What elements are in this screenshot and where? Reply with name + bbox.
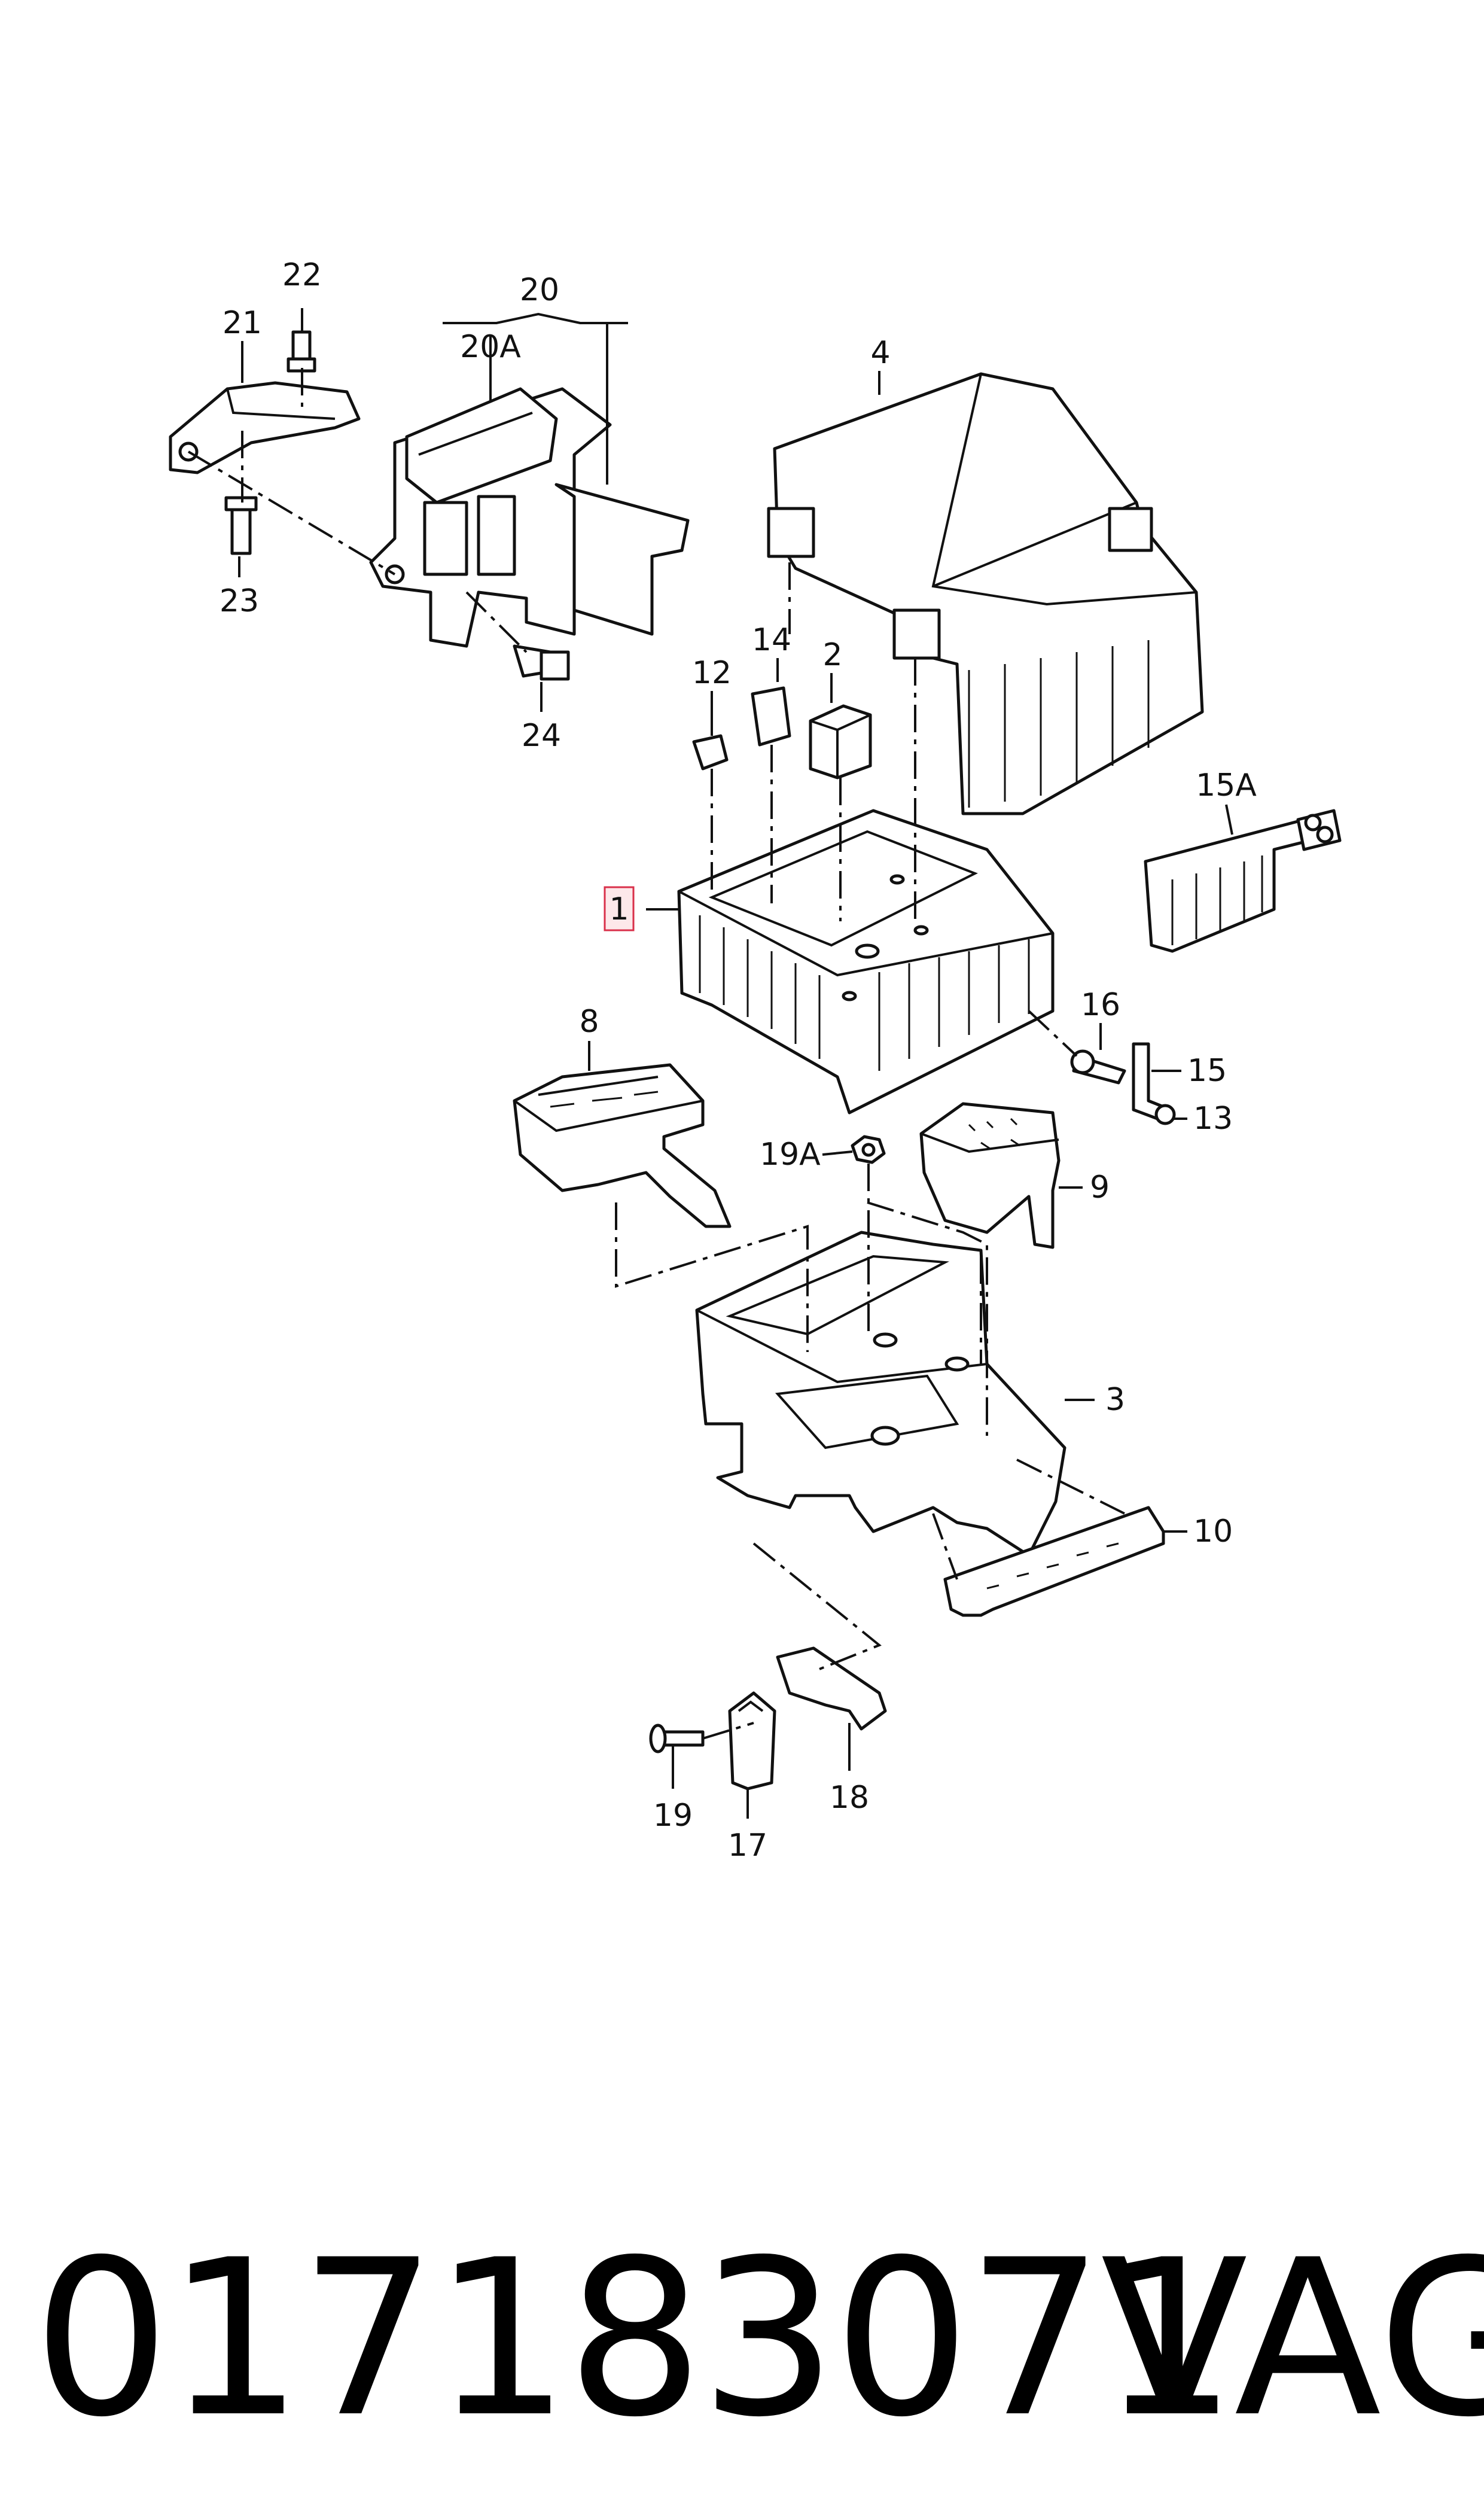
callout-19a[interactable]: 19A bbox=[760, 1137, 821, 1173]
cover-9 bbox=[919, 1102, 1061, 1249]
callout-16[interactable]: 16 bbox=[1081, 987, 1120, 1023]
callout-18[interactable]: 18 bbox=[830, 1780, 869, 1816]
callout-3[interactable]: 3 bbox=[1105, 1382, 1125, 1418]
callout-15a[interactable]: 15A bbox=[1196, 768, 1257, 803]
bracket-18 bbox=[776, 1646, 887, 1731]
terminal-strip-15a bbox=[1144, 809, 1342, 953]
tray-3 bbox=[695, 1231, 1066, 1557]
relay-2 bbox=[809, 704, 872, 780]
callout-24[interactable]: 24 bbox=[522, 718, 561, 754]
callout-labels: 1 2 3 4 8 9 10 12 13 14 15 15A 16 17 18 … bbox=[220, 257, 1257, 1864]
relay-holder-20 bbox=[369, 387, 690, 648]
callout-20a[interactable]: 20A bbox=[460, 329, 521, 365]
bracket-21 bbox=[169, 381, 361, 474]
nut-13 bbox=[1154, 1104, 1176, 1125]
callout-22[interactable]: 22 bbox=[282, 257, 322, 293]
cover-8 bbox=[513, 1063, 732, 1228]
fuse-12 bbox=[692, 734, 729, 771]
callout-20[interactable]: 20 bbox=[520, 272, 559, 308]
highlight-box-1 bbox=[604, 886, 635, 931]
fuse-14 bbox=[751, 686, 791, 747]
callout-12[interactable]: 12 bbox=[692, 655, 732, 691]
callout-4[interactable]: 4 bbox=[870, 335, 890, 371]
relay-17 bbox=[728, 1691, 776, 1791]
cover-4 bbox=[767, 372, 1204, 815]
bolt-23 bbox=[224, 496, 258, 555]
assembly-lines bbox=[187, 368, 1125, 1740]
bolt-24 bbox=[513, 644, 570, 681]
callout-14[interactable]: 14 bbox=[752, 622, 791, 658]
fuse-strip-10 bbox=[943, 1506, 1165, 1617]
callout-1[interactable]: 1 bbox=[609, 891, 629, 927]
callout-9[interactable]: 9 bbox=[1090, 1170, 1110, 1205]
callout-23[interactable]: 23 bbox=[220, 583, 259, 619]
callout-2[interactable]: 2 bbox=[822, 637, 842, 673]
callout-19[interactable]: 19 bbox=[653, 1798, 693, 1834]
brand-label: VAG bbox=[1101, 2213, 1484, 2464]
callout-15[interactable]: 15 bbox=[1187, 1053, 1227, 1089]
callout-13[interactable]: 13 bbox=[1193, 1101, 1233, 1137]
callout-21[interactable]: 21 bbox=[223, 305, 262, 341]
relay-carrier-1 bbox=[677, 809, 1055, 1115]
callout-17[interactable]: 17 bbox=[728, 1828, 767, 1864]
nut-19a bbox=[851, 1135, 886, 1164]
screw-16 bbox=[1070, 1049, 1126, 1085]
bolt-22 bbox=[287, 330, 316, 373]
screw-19 bbox=[649, 1724, 705, 1753]
callout-10[interactable]: 10 bbox=[1193, 1514, 1233, 1549]
part-number: 017183071 bbox=[33, 2213, 1237, 2464]
leader-lines bbox=[238, 308, 1233, 1819]
callout-8[interactable]: 8 bbox=[579, 1004, 599, 1040]
